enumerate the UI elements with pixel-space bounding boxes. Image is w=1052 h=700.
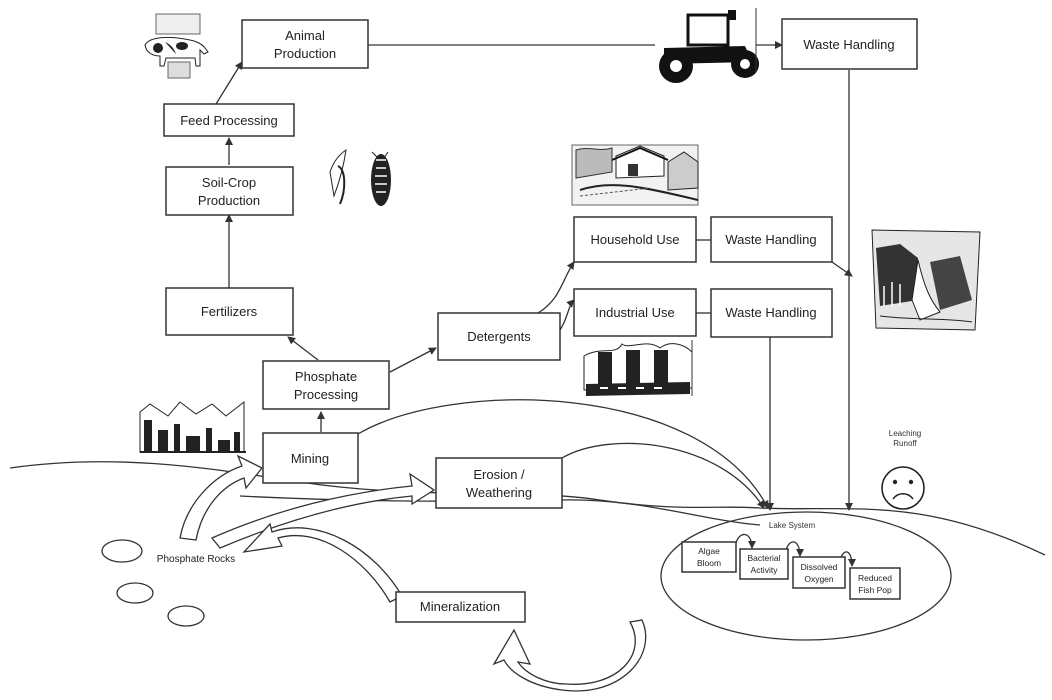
node-algae-bloom: Algae Bloom [681, 541, 737, 573]
svg-text:Reduced: Reduced [858, 573, 892, 583]
node-label: Animal [285, 28, 325, 43]
corn-icon [329, 148, 391, 206]
node-label: Household Use [591, 232, 680, 247]
node-waste-handling-industrial: Waste Handling [710, 288, 833, 338]
node-label: Detergents [467, 329, 531, 344]
waterfall-icon [871, 229, 981, 331]
lake-system-ellipse [660, 511, 952, 641]
svg-text:Fish Pop: Fish Pop [858, 585, 892, 595]
rocks-to-erosion-arrow [210, 472, 436, 549]
connectors [215, 41, 856, 567]
node-phosphate-processing: Phosphate Processing [262, 360, 390, 410]
svg-text:Erosion /: Erosion / [473, 467, 525, 482]
tractor-icon [659, 8, 759, 83]
mineralization-to-rocks-arrow [242, 522, 403, 603]
svg-text:Bloom: Bloom [697, 558, 721, 568]
node-industrial-use: Industrial Use [573, 288, 697, 337]
node-fertilizers: Fertilizers [165, 287, 294, 336]
svg-text:Animal: Animal [285, 28, 325, 43]
phosphate-rock [101, 539, 143, 563]
node-label: Fertilizers [201, 304, 258, 319]
node-animal-production: Animal Production [241, 19, 369, 69]
node-label: Erosion / [473, 467, 525, 482]
svg-text:Oxygen: Oxygen [804, 574, 834, 584]
leaching-runoff-label: Runoff [893, 439, 917, 448]
svg-text:Algae: Algae [698, 546, 720, 556]
node-reduced-fish-pop: Reduced Fish Pop [849, 567, 901, 600]
lake-to-mineralization-arrow [492, 619, 647, 692]
node-label: Soil-Crop [202, 175, 256, 190]
svg-text:Bacterial: Bacterial [747, 553, 780, 563]
rocks-to-mining-arrow [179, 454, 264, 541]
node-detergents: Detergents [437, 312, 561, 361]
cows-icon [144, 13, 209, 79]
factory-icon [583, 340, 693, 396]
phosphate-rocks-label: Phosphate Rocks [157, 554, 235, 565]
node-erosion-weathering: Erosion / Weathering [435, 457, 563, 509]
svg-text:Soil-Crop: Soil-Crop [202, 175, 256, 190]
node-label: Waste Handling [803, 37, 894, 52]
node-label: Mineralization [420, 599, 500, 614]
factory-skyline-icon [139, 400, 246, 453]
node-label: Waste Handling [725, 305, 816, 320]
svg-text:Production: Production [198, 193, 260, 208]
phosphate-rock [116, 582, 154, 604]
sad-face-icon [881, 466, 925, 510]
node-waste-handling-top: Waste Handling [781, 18, 918, 70]
svg-text:Activity: Activity [751, 565, 779, 575]
node-label: Processing [294, 387, 358, 402]
node-feed-processing: Feed Processing [163, 103, 295, 137]
node-label: Phosphate [295, 369, 357, 384]
node-mining: Mining [262, 432, 359, 484]
svg-text:Processing: Processing [294, 387, 358, 402]
node-label: Weathering [466, 485, 532, 500]
node-bacterial-activity: Bacterial Activity [739, 548, 789, 580]
node-mineralization: Mineralization [395, 591, 526, 623]
phosphate-rock [167, 605, 205, 627]
node-waste-handling-household: Waste Handling [710, 216, 833, 263]
svg-text:Production: Production [274, 46, 336, 61]
node-dissolved-oxygen: Dissolved Oxygen [792, 556, 846, 589]
leaching-runoff-label: Leaching [889, 429, 921, 438]
houses-icon [571, 144, 699, 206]
node-label: Production [198, 193, 260, 208]
svg-text:Dissolved: Dissolved [801, 562, 838, 572]
node-soil-crop-production: Soil-Crop Production [165, 166, 294, 216]
node-label: Industrial Use [595, 305, 674, 320]
node-label: Mining [291, 451, 329, 466]
lake-system-label: Lake System [769, 521, 816, 530]
node-label: Waste Handling [725, 232, 816, 247]
node-household-use: Household Use [573, 216, 697, 263]
node-label: Feed Processing [180, 113, 278, 128]
ground-line [9, 461, 1046, 556]
svg-text:Phosphate: Phosphate [295, 369, 357, 384]
svg-text:Weathering: Weathering [466, 485, 532, 500]
node-label: Production [274, 46, 336, 61]
